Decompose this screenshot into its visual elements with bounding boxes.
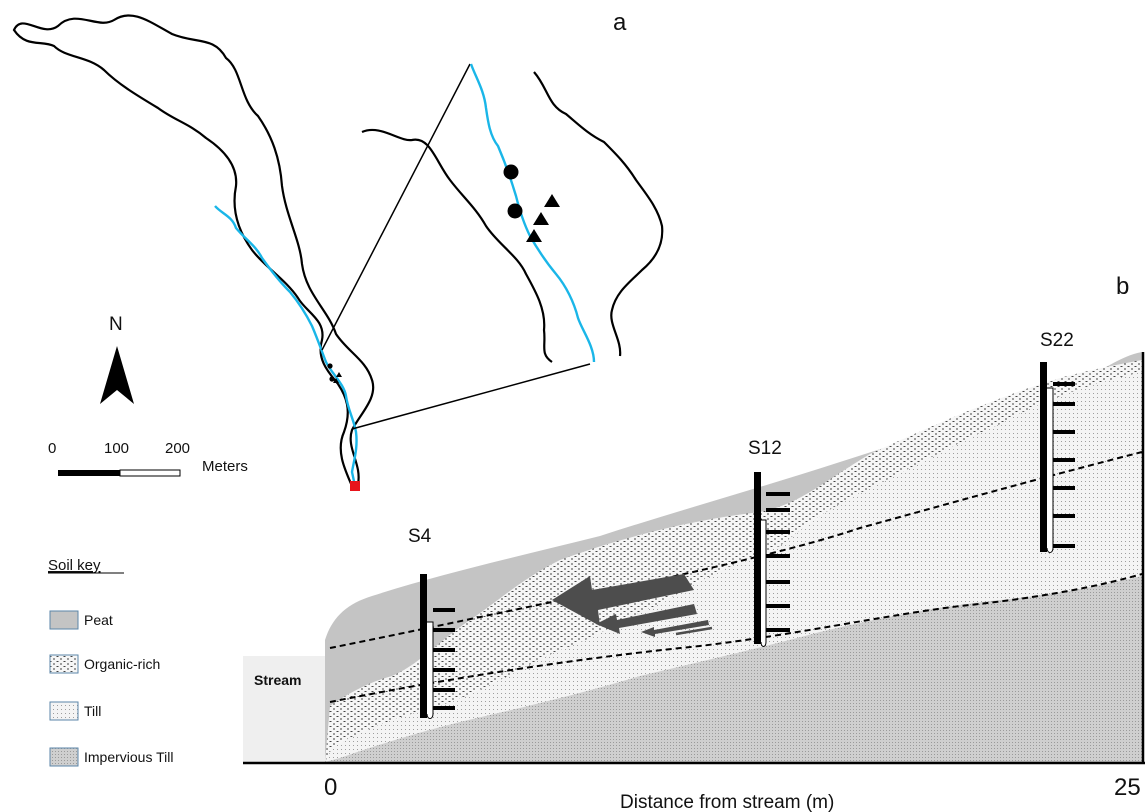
site-marker [329,376,335,382]
inset-boundary-right [533,71,664,357]
well-site-circle-icon [503,164,519,180]
scale-tick-100: 100 [104,440,129,457]
soil-key: Soil key Peat Organic-rich Till Impervio… [48,557,173,767]
stream-box [243,656,326,762]
well-site-triangle-icon [526,229,542,242]
well-site-triangle-icon [544,194,560,207]
flow-arrow-tail [675,626,713,636]
flow-arrow-small-icon [641,620,709,637]
well-site-circle-icon [507,203,523,219]
north-arrow-icon: N [100,314,134,404]
flow-arrow-medium-icon [596,604,697,634]
scale-tick-200: 200 [165,440,190,457]
soil-key-item-peat: Peat [84,612,113,628]
site-marker [336,372,342,377]
inset-map [361,63,664,363]
x-axis-title: Distance from stream (m) [620,792,834,812]
impervious-till-swatch-icon [49,747,79,767]
scale-tick-0: 0 [48,440,56,457]
soil-key-item-impervious-till: Impervious Till [84,749,173,765]
site-marker [333,378,339,383]
well-label-s22: S22 [1040,330,1074,351]
water-table-lower [329,573,1143,703]
stream-line [214,205,358,487]
well-s12: S12 [748,438,790,647]
soil-key-title: Soil key [48,557,101,574]
zoom-lines [321,63,591,430]
x-axis-min-label: 0 [324,774,337,801]
well-s4: S4 [408,526,455,719]
panel-a-label: a [613,9,627,36]
flow-arrow-large-icon [552,574,694,626]
well-site-triangle-icon [533,212,549,225]
north-label: N [109,314,123,335]
soil-key-item-organic-rich: Organic-rich [84,656,160,672]
well-label-s12: S12 [748,438,782,459]
outlet-marker [350,481,360,491]
inset-stream [469,63,596,363]
water-table-upper [329,451,1143,649]
scale-unit: Meters [202,458,248,475]
site-marker [327,363,333,369]
till-swatch-icon [49,701,79,721]
inset-boundary-left [361,129,553,363]
catchment-boundary [12,14,375,488]
scale-bar: 0 100 200 Meters [48,440,248,477]
stream-label: Stream [254,672,301,688]
soil-key-item-till: Till [84,703,101,719]
panel-b-label: b [1116,273,1129,300]
well-label-s4: S4 [408,526,432,547]
layer-impervious-till [325,576,1142,762]
catchment-map [12,14,375,491]
cross-section: S4 S12 [243,330,1145,812]
organic-rich-swatch-icon [49,654,79,674]
well-s22: S22 [1040,330,1075,553]
x-axis-max-label: 25 [1114,774,1141,801]
peat-swatch-icon [49,610,79,630]
